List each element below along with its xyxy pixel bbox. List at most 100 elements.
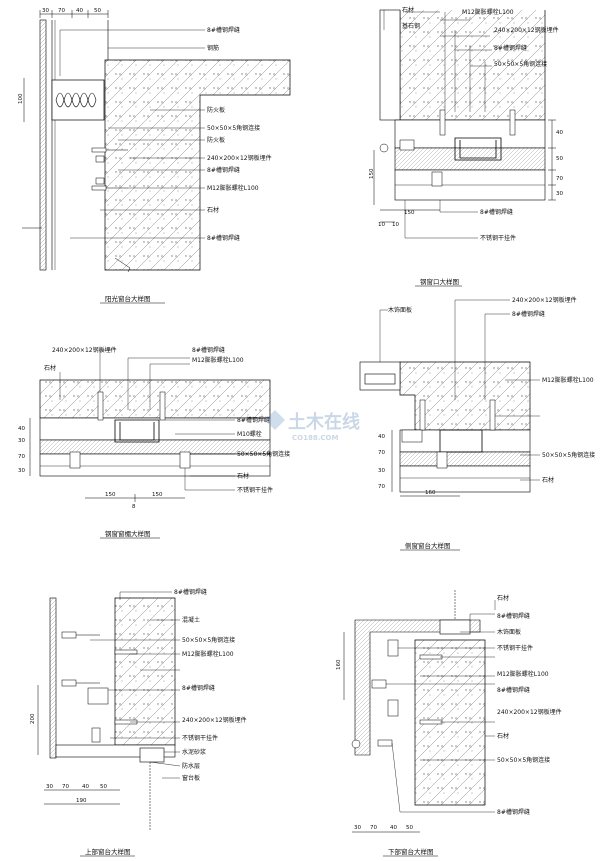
d6-bdim-4: 50 xyxy=(406,825,413,831)
d2-label-8: 不锈钢干挂件 xyxy=(480,234,516,242)
d5-bdim-4: 50 xyxy=(100,784,107,790)
d3-bdim-3: 8 xyxy=(132,504,136,510)
d2-ldim-1: 150 xyxy=(369,168,375,179)
d6-label-8: 石材 xyxy=(497,732,509,740)
d4-label-2: 木饰面板 xyxy=(388,306,412,314)
watermark-name: 土木在线 xyxy=(288,411,360,433)
d6-label-6: 8#槽钢焊缝 xyxy=(497,686,530,694)
d4-ldim-3: 30 xyxy=(378,468,385,474)
d6-label-7: 240×200×12钢板埋件 xyxy=(497,708,562,716)
watermark: 土木在线 CO188.COM xyxy=(265,410,360,442)
d2-label-4: 240×200×12钢板埋件 xyxy=(494,26,559,34)
d3-title: 钢窗窗楣大样图 xyxy=(105,529,151,538)
d2-bdim-3: 10 xyxy=(392,222,399,228)
d5-total-dim: 190 xyxy=(76,798,87,804)
d1-label-1: 8#槽钢焊缝 xyxy=(207,26,240,34)
d5-label-5: 8#槽钢焊缝 xyxy=(182,684,215,692)
d2-label-1: 石材 xyxy=(402,6,414,14)
d4-label-5: 50×50×5角钢连接 xyxy=(542,451,595,459)
d6-bdim-1: 30 xyxy=(354,825,361,831)
d2-rdim-3: 70 xyxy=(556,176,563,182)
d1-label-2: 钢筋 xyxy=(207,44,219,52)
d6-bdim-3: 40 xyxy=(390,825,397,831)
detail-4: 240×200×12钢板埋件 木饰面板 8#槽钢焊缝 M12膨胀螺栓L100 5… xyxy=(359,296,595,551)
d6-label-5: M12膨胀螺栓L100 xyxy=(497,670,549,678)
d3-label-3: M12膨胀螺栓L100 xyxy=(192,356,244,364)
d3-ldim-3: 70 xyxy=(18,454,25,460)
d1-label-10: 8#槽钢焊缝 xyxy=(207,234,240,242)
d3-bdim-2: 150 xyxy=(152,492,163,498)
d6-label-3: 木饰面板 xyxy=(497,628,521,636)
d3-label-2: 8#槽钢焊缝 xyxy=(192,346,225,354)
d5-bdim-3: 40 xyxy=(82,784,89,790)
d5-label-9: 防水层 xyxy=(182,762,200,770)
d1-dim-2: 70 xyxy=(58,8,65,14)
detail-2: 石材 基石钢 M12膨胀螺栓L100 240×200×12钢板埋件 8#槽钢焊缝… xyxy=(369,6,563,287)
d1-label-6: 240×200×12钢板埋件 xyxy=(207,154,272,162)
d2-rdim-2: 50 xyxy=(556,156,563,162)
d1-title: 阳光窗台大样图 xyxy=(105,294,151,303)
d2-label-3: M12膨胀螺栓L100 xyxy=(462,8,514,16)
d3-label-6: 50×50×5角钢连接 xyxy=(237,450,290,458)
d5-label-8: 水泥砂浆 xyxy=(182,748,206,756)
d5-label-3: 50×50×5角钢连接 xyxy=(182,636,235,644)
d2-bdim-1: 150 xyxy=(404,210,415,216)
d6-title: 下部窗台大样图 xyxy=(388,847,434,856)
d6-bdim-2: 70 xyxy=(370,825,377,831)
d2-label-5: 8#槽钢焊缝 xyxy=(494,44,527,52)
d2-label-7: 8#槽钢焊缝 xyxy=(480,208,513,216)
detail-1: 30 70 40 50 100 xyxy=(18,8,291,304)
d4-ldim-2: 70 xyxy=(378,450,385,456)
d2-rdim-1: 40 xyxy=(556,130,563,136)
d4-label-6: 石材 xyxy=(542,476,554,484)
d1-label-3: 防火板 xyxy=(207,106,225,114)
d6-label-2: 8#槽钢焊缝 xyxy=(497,612,530,620)
d5-bdim-2: 70 xyxy=(62,784,69,790)
d3-bdim-1: 150 xyxy=(105,492,116,498)
d3-ldim-1: 40 xyxy=(18,426,25,432)
d6-label-1: 石材 xyxy=(497,594,509,602)
d5-label-2: 混凝土 xyxy=(182,616,200,624)
d6-label-9: 50×50×5角钢连接 xyxy=(497,756,550,764)
d1-label-5: 防火板 xyxy=(207,136,225,144)
d2-rdim-4: 30 xyxy=(556,191,563,197)
detail-5: 8#槽钢焊缝 混凝土 50×50×5角钢连接 M12膨胀螺栓L100 8#槽钢焊… xyxy=(30,588,247,857)
d1-label-4: 50×50×5角钢连接 xyxy=(207,124,260,132)
detail-3: 240×200×12钢板埋件 8#槽钢焊缝 M12膨胀螺栓L100 石材 8#槽… xyxy=(18,346,290,539)
d5-label-4: M12膨胀螺栓L100 xyxy=(182,650,234,658)
d5-title: 上部窗台大样图 xyxy=(85,847,131,856)
d1-label-9: 石材 xyxy=(207,206,219,214)
d4-label-1: 240×200×12钢板埋件 xyxy=(512,296,577,304)
d4-title: 侧窗窗台大样图 xyxy=(405,541,451,550)
d4-label-4: M12膨胀螺栓L100 xyxy=(542,376,594,384)
d1-label-8: M12膨胀螺栓L100 xyxy=(207,184,259,192)
d4-bdim: 160 xyxy=(425,490,436,496)
d1-side-dim: 100 xyxy=(18,93,24,104)
d5-label-7: 不锈钢干挂件 xyxy=(182,734,218,742)
d2-title: 钢窗口大样图 xyxy=(420,277,459,286)
d1-dim-3: 40 xyxy=(76,8,83,14)
d3-label-1: 240×200×12钢板埋件 xyxy=(52,346,117,354)
d3-ldim-4: 30 xyxy=(18,468,25,474)
d5-label-6: 240×200×12钢板埋件 xyxy=(182,716,247,724)
d1-label-7: 8#槽钢焊缝 xyxy=(207,166,240,174)
watermark-url: CO188.COM xyxy=(292,434,338,442)
d5-label-1: 8#槽钢焊缝 xyxy=(174,588,207,596)
d1-dim-1: 30 xyxy=(42,8,49,14)
d3-label-4: 8#槽钢焊缝 xyxy=(237,416,270,424)
d2-bdim-2: 10 xyxy=(378,222,385,228)
d4-ldim-1: 40 xyxy=(378,434,385,440)
d3-label-left: 石材 xyxy=(44,364,56,372)
d6-side-dim: 160 xyxy=(336,659,342,670)
d3-label-5: M10螺栓 xyxy=(237,430,262,438)
d2-label-2: 基石钢 xyxy=(402,22,420,30)
d2-label-6: 50×50×5角钢连接 xyxy=(494,60,547,68)
detail-6: 石材 8#槽钢焊缝 木饰面板 不锈钢干挂件 M12膨胀螺栓L100 8#槽钢焊缝… xyxy=(336,590,562,857)
d4-ldim-4: 70 xyxy=(378,484,385,490)
d6-label-10: 8#槽钢焊缝 xyxy=(497,808,530,816)
d4-label-3: 8#槽钢焊缝 xyxy=(512,310,545,318)
d5-side-dim: 200 xyxy=(30,713,36,724)
d6-label-4: 不锈钢干挂件 xyxy=(497,644,533,652)
d3-ldim-2: 30 xyxy=(18,438,25,444)
